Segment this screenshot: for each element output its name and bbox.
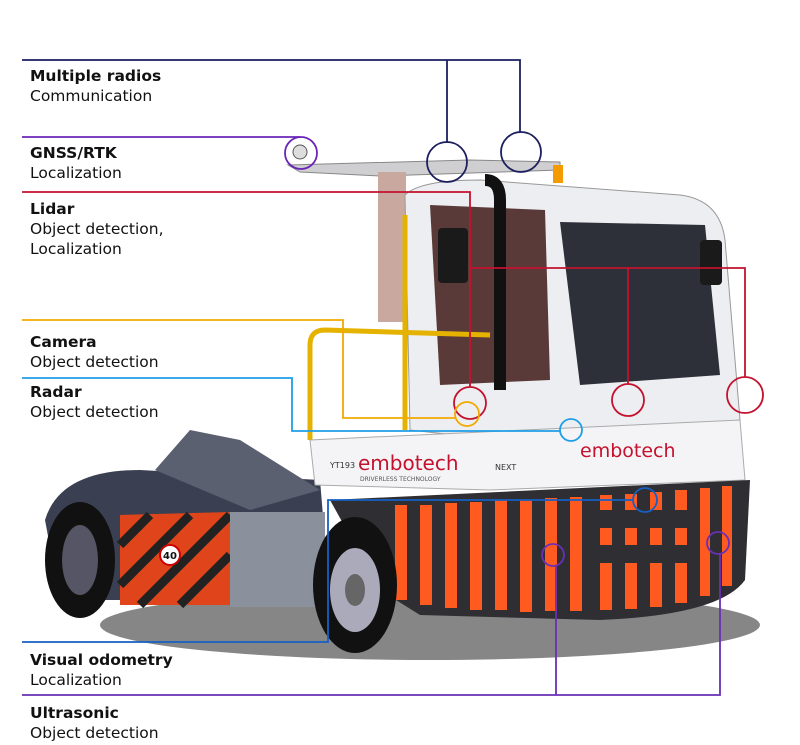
label-ultrasonic: Ultrasonic Object detection [30, 703, 159, 743]
sensor-title: GNSS/RTK [30, 144, 117, 162]
rear-chassis [45, 430, 330, 618]
speed-sign: 40 [163, 551, 177, 562]
brand-logo-side: embotech [358, 451, 459, 475]
sensor-purpose: Object detection [30, 724, 159, 742]
callout-visual-odometry [22, 487, 658, 643]
sensor-purpose: Localization [30, 671, 122, 689]
sensor-purpose: Localization [30, 164, 122, 182]
brand-logo-front: embotech [580, 440, 676, 462]
label-lidar: Lidar Object detection, Localization [30, 199, 164, 259]
roof-rack [286, 144, 563, 322]
sensor-purpose: Object detection [30, 403, 159, 421]
callout-radar [22, 377, 583, 442]
callout-ultrasonic [22, 531, 730, 696]
fleet-number: YT193 [329, 461, 355, 470]
callout-lidar [22, 191, 764, 420]
brand-tagline-side: DRIVERLESS TECHNOLOGY [360, 476, 441, 483]
sensor-title: Camera [30, 333, 97, 351]
sensor-purpose: Object detection [30, 353, 159, 371]
sensor-purpose: Communication [30, 87, 153, 105]
callout-camera [22, 319, 480, 427]
front-body [309, 419, 750, 653]
maker-badge: NEXT [495, 463, 516, 472]
sensor-title: Ultrasonic [30, 704, 119, 722]
label-gnss: GNSS/RTK Localization [30, 143, 122, 183]
sensor-title: Radar [30, 383, 82, 401]
sensor-purpose-2: Localization [30, 240, 122, 258]
sensor-title: Multiple radios [30, 67, 162, 85]
label-multiple-radios: Multiple radios Communication [30, 66, 161, 106]
label-radar: Radar Object detection [30, 382, 159, 422]
label-visual-odometry: Visual odometry Localization [30, 650, 173, 690]
sensor-title: Visual odometry [30, 651, 173, 669]
callout-gnss [22, 136, 318, 170]
sensor-purpose: Object detection, [30, 220, 164, 238]
callout-multiple-radios [22, 59, 542, 183]
label-camera: Camera Object detection [30, 332, 159, 372]
cab [307, 174, 741, 441]
sensor-title: Lidar [30, 200, 75, 218]
